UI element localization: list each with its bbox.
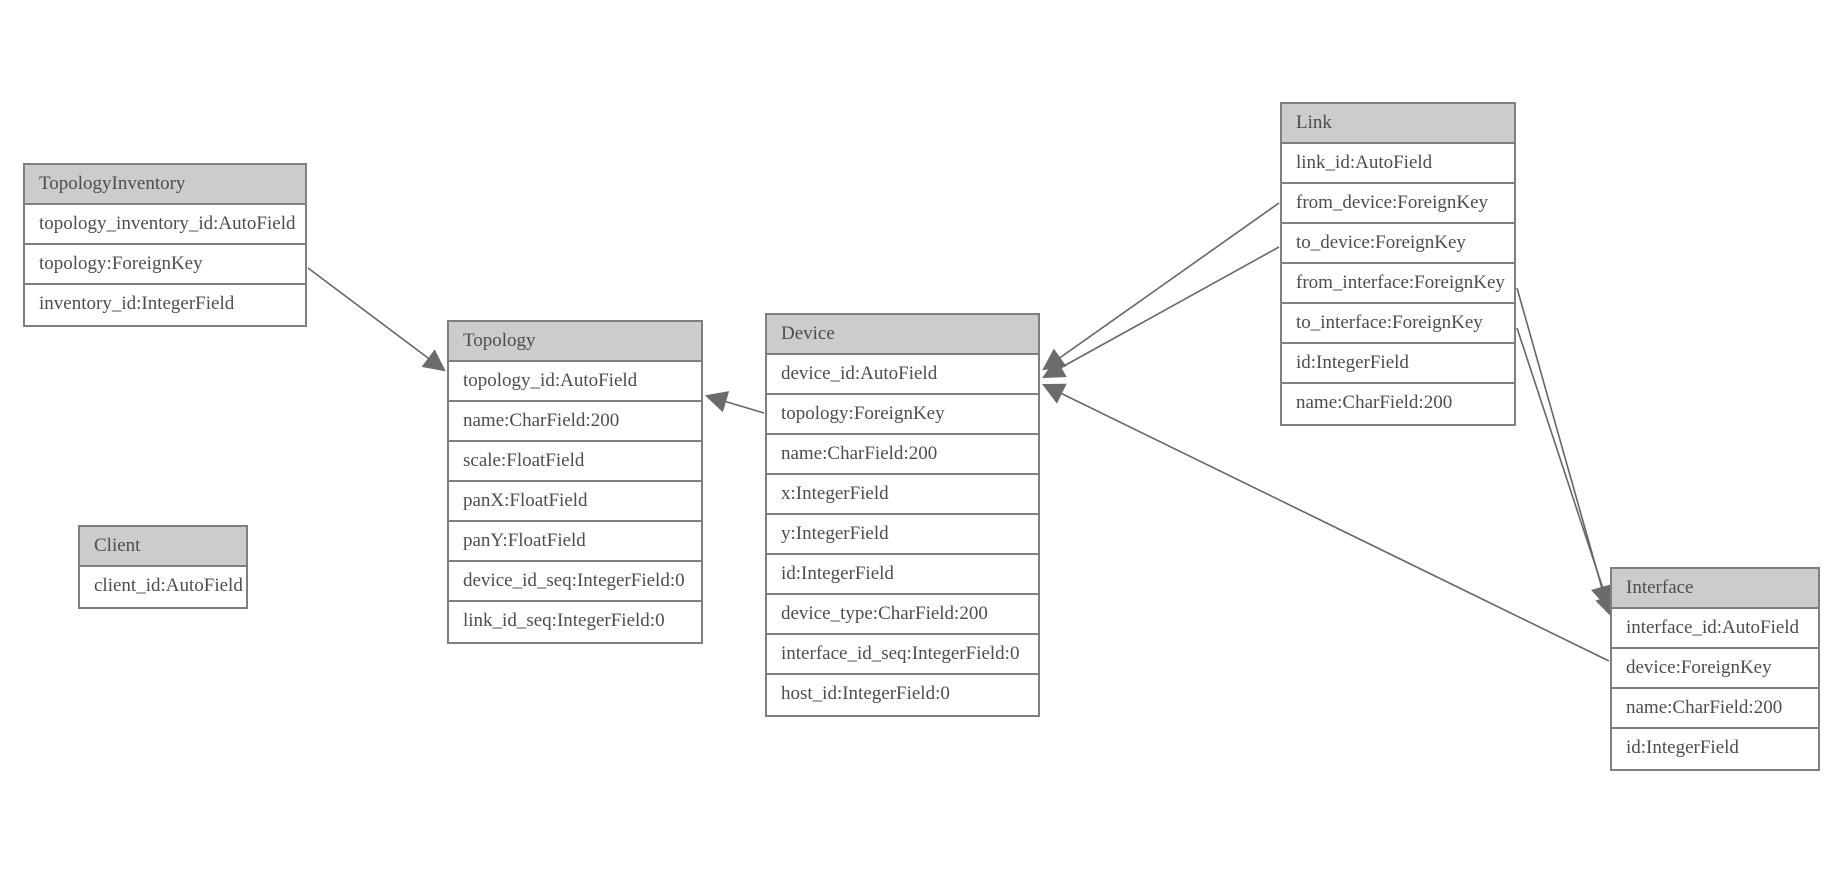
entity-interface-header: Interface bbox=[1612, 569, 1818, 609]
field-row: y:IntegerField bbox=[767, 515, 1038, 555]
relation-interface-device bbox=[1042, 383, 1610, 662]
entity-device: Device device_id:AutoField topology:Fore… bbox=[765, 313, 1040, 717]
field-row: to_device:ForeignKey bbox=[1282, 224, 1514, 264]
entity-link-header: Link bbox=[1282, 104, 1514, 144]
field-row: panX:FloatField bbox=[449, 482, 701, 522]
field-row: device:ForeignKey bbox=[1612, 649, 1818, 689]
relation-link-tointerface-interface bbox=[1516, 327, 1617, 619]
entity-topology: Topology topology_id:AutoField name:Char… bbox=[447, 320, 703, 644]
field-row: inventory_id:IntegerField bbox=[25, 285, 305, 325]
entity-device-header: Device bbox=[767, 315, 1038, 355]
field-row: link_id_seq:IntegerField:0 bbox=[449, 602, 701, 642]
relation-device-topology bbox=[704, 391, 765, 414]
field-row: from_device:ForeignKey bbox=[1282, 184, 1514, 224]
field-row: interface_id_seq:IntegerField:0 bbox=[767, 635, 1038, 675]
field-row: name:CharField:200 bbox=[449, 402, 701, 442]
field-row: link_id:AutoField bbox=[1282, 144, 1514, 184]
field-row: topology_inventory_id:AutoField bbox=[25, 205, 305, 245]
field-row: interface_id:AutoField bbox=[1612, 609, 1818, 649]
field-row: id:IntegerField bbox=[1282, 344, 1514, 384]
field-row: topology_id:AutoField bbox=[449, 362, 701, 402]
field-row: device_id:AutoField bbox=[767, 355, 1038, 395]
entity-interface: Interface interface_id:AutoField device:… bbox=[1610, 567, 1820, 771]
field-row: topology:ForeignKey bbox=[767, 395, 1038, 435]
field-row: host_id:IntegerField:0 bbox=[767, 675, 1038, 715]
field-row: id:IntegerField bbox=[1612, 729, 1818, 769]
field-row: device_id_seq:IntegerField:0 bbox=[449, 562, 701, 602]
field-row: client_id:AutoField bbox=[80, 567, 246, 607]
relation-topologyinventory-topology bbox=[307, 267, 446, 372]
entity-link: Link link_id:AutoField from_device:Forei… bbox=[1280, 102, 1516, 426]
relation-link-todevice-device bbox=[1042, 246, 1280, 379]
field-row: id:IntegerField bbox=[767, 555, 1038, 595]
entity-topology-inventory: TopologyInventory topology_inventory_id:… bbox=[23, 163, 307, 327]
field-row: name:CharField:200 bbox=[767, 435, 1038, 475]
field-row: scale:FloatField bbox=[449, 442, 701, 482]
entity-topology-inventory-header: TopologyInventory bbox=[25, 165, 305, 205]
field-row: name:CharField:200 bbox=[1282, 384, 1514, 424]
field-row: topology:ForeignKey bbox=[25, 245, 305, 285]
field-row: panY:FloatField bbox=[449, 522, 701, 562]
field-row: x:IntegerField bbox=[767, 475, 1038, 515]
entity-topology-header: Topology bbox=[449, 322, 701, 362]
field-row: name:CharField:200 bbox=[1612, 689, 1818, 729]
field-row: from_interface:ForeignKey bbox=[1282, 264, 1514, 304]
relation-link-fromdevice-device bbox=[1042, 202, 1280, 371]
entity-client-header: Client bbox=[80, 527, 246, 567]
entity-client: Client client_id:AutoField bbox=[78, 525, 248, 609]
field-row: device_type:CharField:200 bbox=[767, 595, 1038, 635]
field-row: to_interface:ForeignKey bbox=[1282, 304, 1514, 344]
